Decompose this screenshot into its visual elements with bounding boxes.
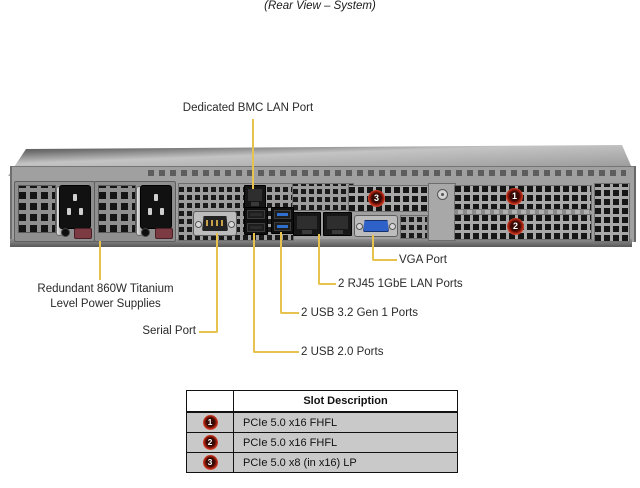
label-bmc-lan-port: Dedicated BMC LAN Port	[182, 102, 314, 114]
psu2-latch	[155, 228, 173, 239]
server-chassis	[8, 145, 636, 248]
lan-port-2	[323, 212, 352, 236]
table-row: 2 PCIe 5.0 x16 FHFL	[186, 432, 458, 453]
vga-port	[354, 215, 398, 237]
chassis-vent-lip	[148, 170, 626, 176]
pcie-slot1-vent	[454, 185, 592, 211]
label-power-supplies-line2: Level Power Supplies	[50, 298, 161, 310]
slot3-description: PCIe 5.0 x8 (in x16) LP	[233, 452, 458, 473]
slot-bracket	[428, 183, 456, 241]
slot-marker-2: 2	[507, 218, 524, 235]
label-power-supplies: Redundant 860W Titanium Level Power Supp…	[18, 282, 193, 312]
io-vent-panel-3	[400, 215, 428, 239]
power-supply-1	[14, 181, 95, 242]
callout-bmc-line	[252, 119, 254, 189]
io-vent-panel-2	[292, 183, 354, 211]
label-lan-ports: 2 RJ45 1GbE LAN Ports	[338, 278, 463, 290]
pcie-slot2-vent	[454, 214, 592, 240]
slot-description-table: Slot Description 1 PCIe 5.0 x16 FHFL 2 P…	[186, 390, 458, 473]
chassis-bottom-edge	[10, 239, 632, 247]
power-supply-2	[94, 181, 176, 242]
pcie-slot3-vent	[348, 185, 430, 212]
callout-usb3-line	[280, 232, 299, 314]
lan-port-1	[293, 212, 321, 236]
psu2-button	[141, 228, 150, 237]
slot2-description: PCIe 5.0 x16 FHFL	[233, 432, 458, 453]
bmc-lan-port	[244, 185, 266, 208]
slot-marker-1: 1	[506, 188, 523, 205]
callout-serial-line	[199, 233, 218, 333]
label-power-supplies-line1: Redundant 860W Titanium	[37, 283, 174, 295]
psu1-latch	[74, 228, 92, 239]
callout-psu-line	[99, 241, 101, 280]
psu1-vent	[18, 185, 56, 233]
callout-lan-line	[318, 234, 336, 285]
slot-marker-3: 3	[368, 190, 385, 207]
usb2-ports	[244, 207, 268, 235]
table-header-slot-description: Slot Description	[233, 390, 458, 413]
callout-vga-line	[372, 235, 397, 261]
psu1-ac-inlet	[59, 185, 91, 229]
page-title: (Rear View – System)	[264, 0, 376, 12]
serial-port	[193, 211, 237, 236]
psu1-button	[61, 228, 70, 237]
label-serial-port: Serial Port	[142, 325, 196, 337]
psu2-ac-inlet	[140, 185, 172, 229]
usb3-ports	[271, 207, 294, 234]
table-marker-1: 1	[202, 415, 218, 430]
right-vent-block	[594, 183, 630, 242]
callout-usb2-line	[253, 233, 299, 353]
label-usb2-ports: 2 USB 2.0 Ports	[301, 346, 384, 358]
table-marker-2: 2	[202, 435, 218, 450]
psu2-vent	[98, 185, 136, 233]
slot1-description: PCIe 5.0 x16 FHFL	[233, 411, 458, 433]
table-row: 1 PCIe 5.0 x16 FHFL	[186, 411, 458, 433]
table-row: 3 PCIe 5.0 x8 (in x16) LP	[186, 452, 458, 473]
table-header-marker-cell	[186, 390, 234, 413]
thumbscrew-icon	[437, 189, 448, 200]
label-usb3-ports: 2 USB 3.2 Gen 1 Ports	[301, 307, 418, 319]
table-marker-3: 3	[202, 455, 218, 470]
table-header-row: Slot Description	[186, 390, 458, 413]
label-vga-port: VGA Port	[399, 254, 447, 266]
